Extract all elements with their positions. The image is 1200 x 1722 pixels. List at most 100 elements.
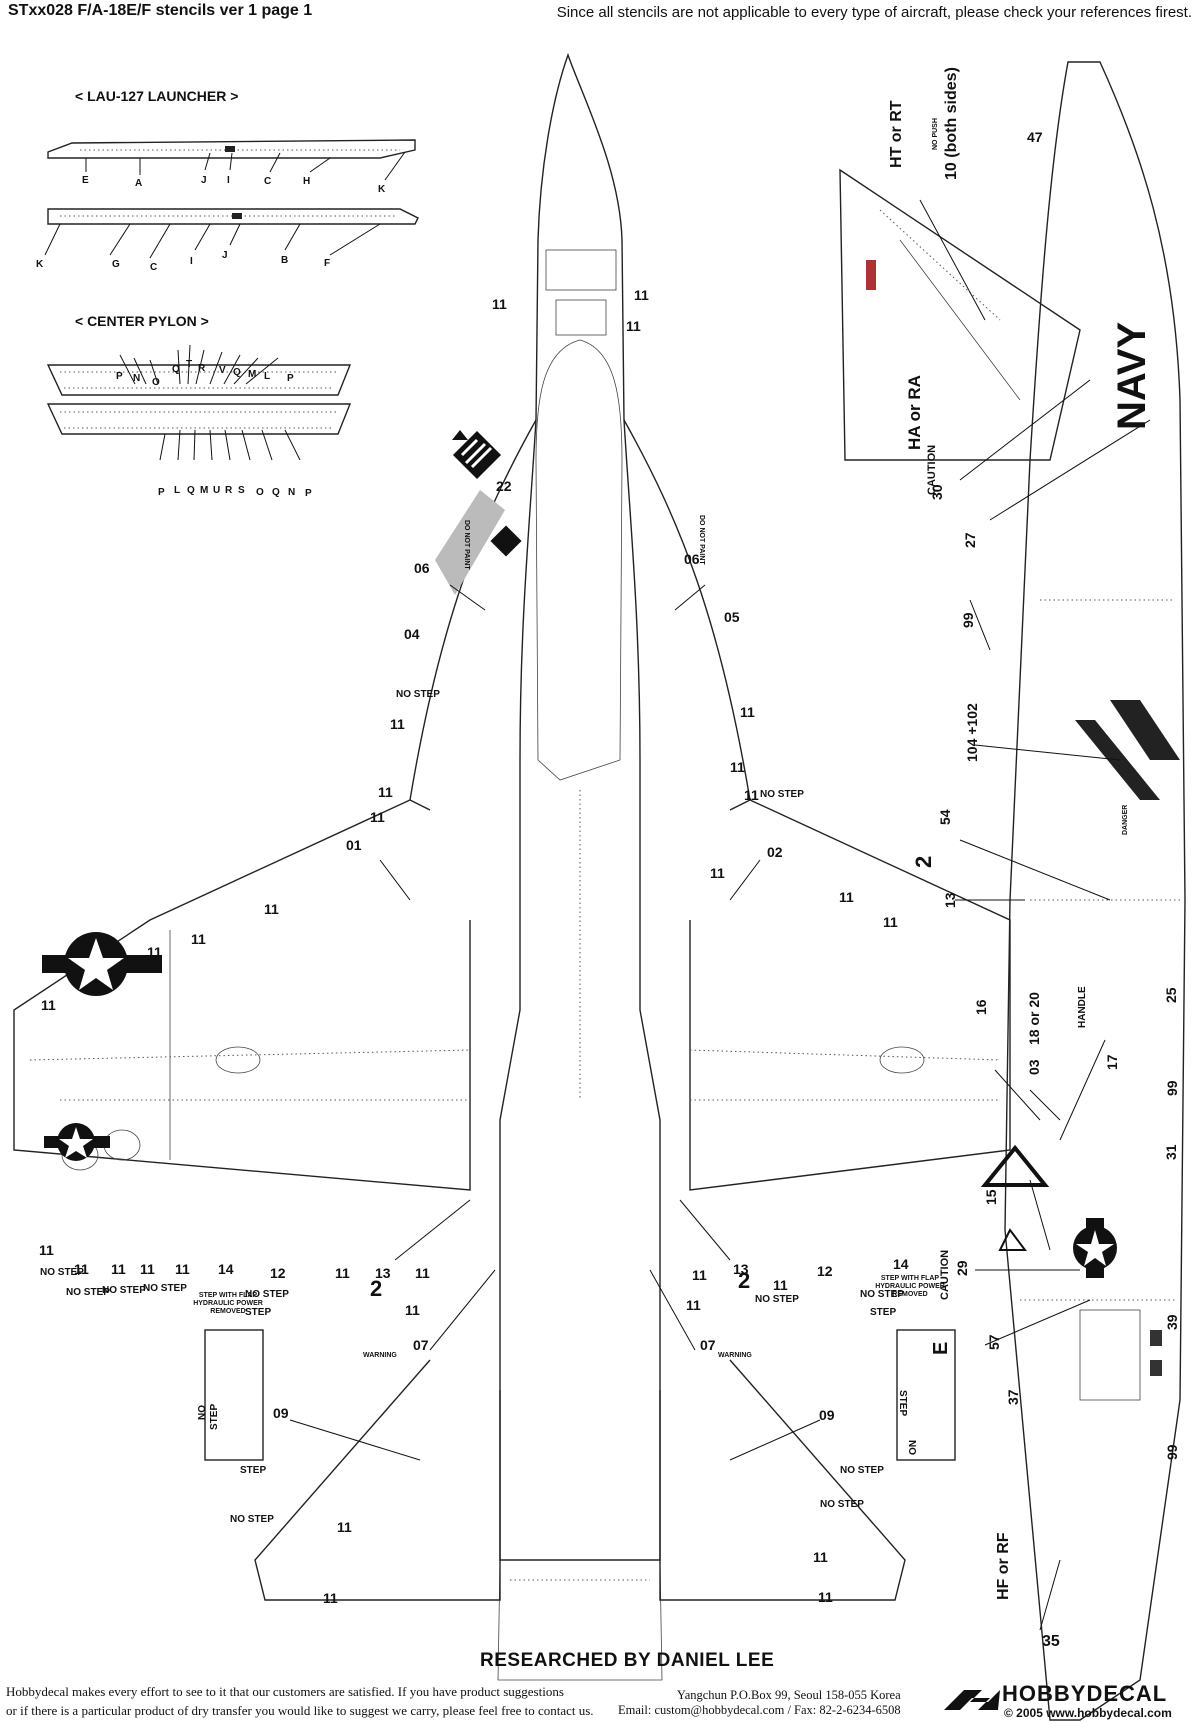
side-stencil-no-push: NO PUSH — [932, 118, 939, 150]
pylon-top-q1: Q — [172, 364, 180, 375]
pylon-top-q2: Q — [233, 367, 241, 378]
footer-disclaimer-line1: Hobbydecal makes every effort to see to … — [6, 1684, 564, 1699]
side-label-18-or-20: 18 or 20 — [1026, 992, 1042, 1045]
pylon-top-p2: P — [287, 373, 294, 384]
callout-13-right: 13 — [733, 1261, 749, 1277]
callout-01: 01 — [346, 837, 362, 853]
planform-leader-lines — [289, 584, 821, 1461]
stencil-no-right: NO — [906, 1440, 917, 1455]
stencil-no-step-6: NO STEP — [820, 1499, 864, 1510]
hobbydecal-logo-icon — [944, 1690, 1000, 1710]
brand-copyright: © 2005 www.hobbydecal.com — [1004, 1706, 1172, 1720]
side-label-99-mid: 99 — [1164, 1080, 1180, 1096]
lau127-label-k2: K — [36, 259, 44, 270]
callout-06-right: 06 — [684, 551, 700, 567]
callout-11-lex-right2: 11 — [730, 759, 745, 775]
lau127-label-j: J — [201, 175, 207, 186]
stencil-no-step-2: NO STEP — [66, 1287, 110, 1298]
callout-11-wing-tip: 11 — [41, 997, 56, 1013]
stencil-step-left-vert: STEP — [209, 1403, 220, 1430]
pylon-bottom-l: L — [174, 485, 181, 496]
lau127-label-i: I — [227, 175, 230, 186]
callout-11-stab-left1: 11 — [337, 1519, 352, 1535]
callout-11-stab-right1: 11 — [813, 1549, 828, 1565]
side-label-ht-rt: HT or RT — [888, 100, 905, 168]
intake-warning-chevron — [452, 430, 502, 480]
pylon-top-p1: P — [116, 371, 123, 382]
lau127-label-j2: J — [222, 250, 228, 261]
pylon-bottom-r: R — [225, 485, 233, 496]
callout-11-flap-left: 11 — [335, 1265, 350, 1281]
callout-11-tr1: 11 — [39, 1242, 54, 1258]
callout-09-right: 09 — [819, 1407, 835, 1423]
footer-email: Email: custom@hobbydecal.com / Fax: 82-2… — [618, 1703, 901, 1717]
callout-07-left: 07 — [413, 1337, 429, 1353]
stencil-do-not-paint-left: DO NOT PAINT — [463, 520, 470, 570]
side-label-35: 35 — [1042, 1633, 1060, 1650]
pylon-top-o: O — [152, 377, 160, 388]
side-label-99-lower: 99 — [1164, 1444, 1180, 1460]
pylon-top-l: L — [264, 371, 271, 382]
callout-11-flap-right: 11 — [773, 1277, 788, 1293]
lau127-label-e: E — [82, 175, 89, 186]
callout-11-right-intake2: 11 — [686, 1297, 701, 1313]
side-navy-lettering: NAVY — [1110, 321, 1154, 430]
lau127-title: < LAU-127 LAUNCHER > — [75, 88, 239, 104]
lau127-lower-drawing — [44, 208, 419, 259]
side-label-39: 39 — [1164, 1314, 1180, 1330]
pylon-bottom-q1: Q — [187, 485, 195, 496]
pylon-top-v: V — [219, 365, 226, 376]
pylon-bottom-p1: P — [158, 487, 165, 498]
stencil-no-step-3: NO STEP — [102, 1285, 146, 1296]
brand-name: HOBBYDECAL — [1002, 1681, 1168, 1706]
lau127-label-g: G — [112, 259, 120, 270]
callout-07-right: 07 — [700, 1337, 716, 1353]
lau127-label-b: B — [281, 255, 289, 266]
callout-11-stab-right2: 11 — [818, 1589, 833, 1605]
stencil-no-step-7: NO STEP — [755, 1294, 799, 1305]
side-label-47: 47 — [1027, 129, 1043, 145]
callout-14-right: 14 — [893, 1256, 909, 1272]
center-pylon-title: < CENTER PYLON > — [75, 313, 209, 329]
side-label-99-upper: 99 — [960, 612, 976, 628]
star-insignia-large — [42, 932, 162, 996]
pylon-bottom-m: M — [200, 485, 209, 496]
callout-11-left-intake: 11 — [415, 1265, 430, 1281]
callout-06-left: 06 — [414, 560, 430, 576]
stencil-e-mark: E — [930, 1341, 952, 1355]
pylon-top-m: M — [248, 369, 257, 380]
callout-11-tr3: 11 — [111, 1261, 126, 1277]
side-label-25: 25 — [1163, 987, 1179, 1003]
no-step-boxes — [204, 1329, 956, 1461]
pylon-top-n: N — [133, 373, 141, 384]
footer-disclaimer-line2: or if there is a particular product of d… — [6, 1703, 594, 1718]
lau127-upper-drawing — [47, 139, 416, 181]
callout-13-left: 13 — [375, 1265, 391, 1281]
side-label-57: 57 — [986, 1334, 1002, 1350]
side-label-104-102: 104 +102 — [964, 703, 980, 762]
pylon-bottom-n: N — [288, 487, 296, 498]
stencil-step-box-right: STEP — [870, 1307, 897, 1318]
ejection-warning-patch — [435, 490, 522, 595]
callout-11-lex-right: 11 — [740, 704, 755, 720]
callout-12-right: 12 — [817, 1263, 833, 1279]
lau127-label-h: H — [303, 176, 311, 187]
callout-11-stab-left2: 11 — [323, 1590, 338, 1606]
side-view-danger-stripe — [1075, 700, 1180, 800]
lau127-label-i2: I — [190, 256, 193, 267]
stencil-no-step-box-right: NO STEP — [860, 1289, 904, 1300]
side-label-hf-rf: HF or RF — [995, 1532, 1012, 1600]
callout-11-nose-left: 11 — [492, 296, 507, 312]
callout-11-left-intake2: 11 — [405, 1302, 420, 1318]
callout-11-lex-left3: 11 — [370, 809, 385, 825]
lau127-label-k: K — [378, 184, 386, 195]
sheet-note: Since all stencils are not applicable to… — [556, 4, 1192, 21]
lau127-label-a: A — [135, 178, 143, 189]
side-label-15: 15 — [983, 1189, 999, 1205]
callout-12-left: 12 — [270, 1265, 286, 1281]
pylon-bottom-o: O — [256, 487, 264, 498]
callout-11-wing-left1: 11 — [264, 901, 279, 917]
pylon-top-t: T — [186, 359, 193, 370]
callout-05: 05 — [724, 609, 740, 625]
stencil-step-right-vert: STEP — [897, 1390, 908, 1417]
